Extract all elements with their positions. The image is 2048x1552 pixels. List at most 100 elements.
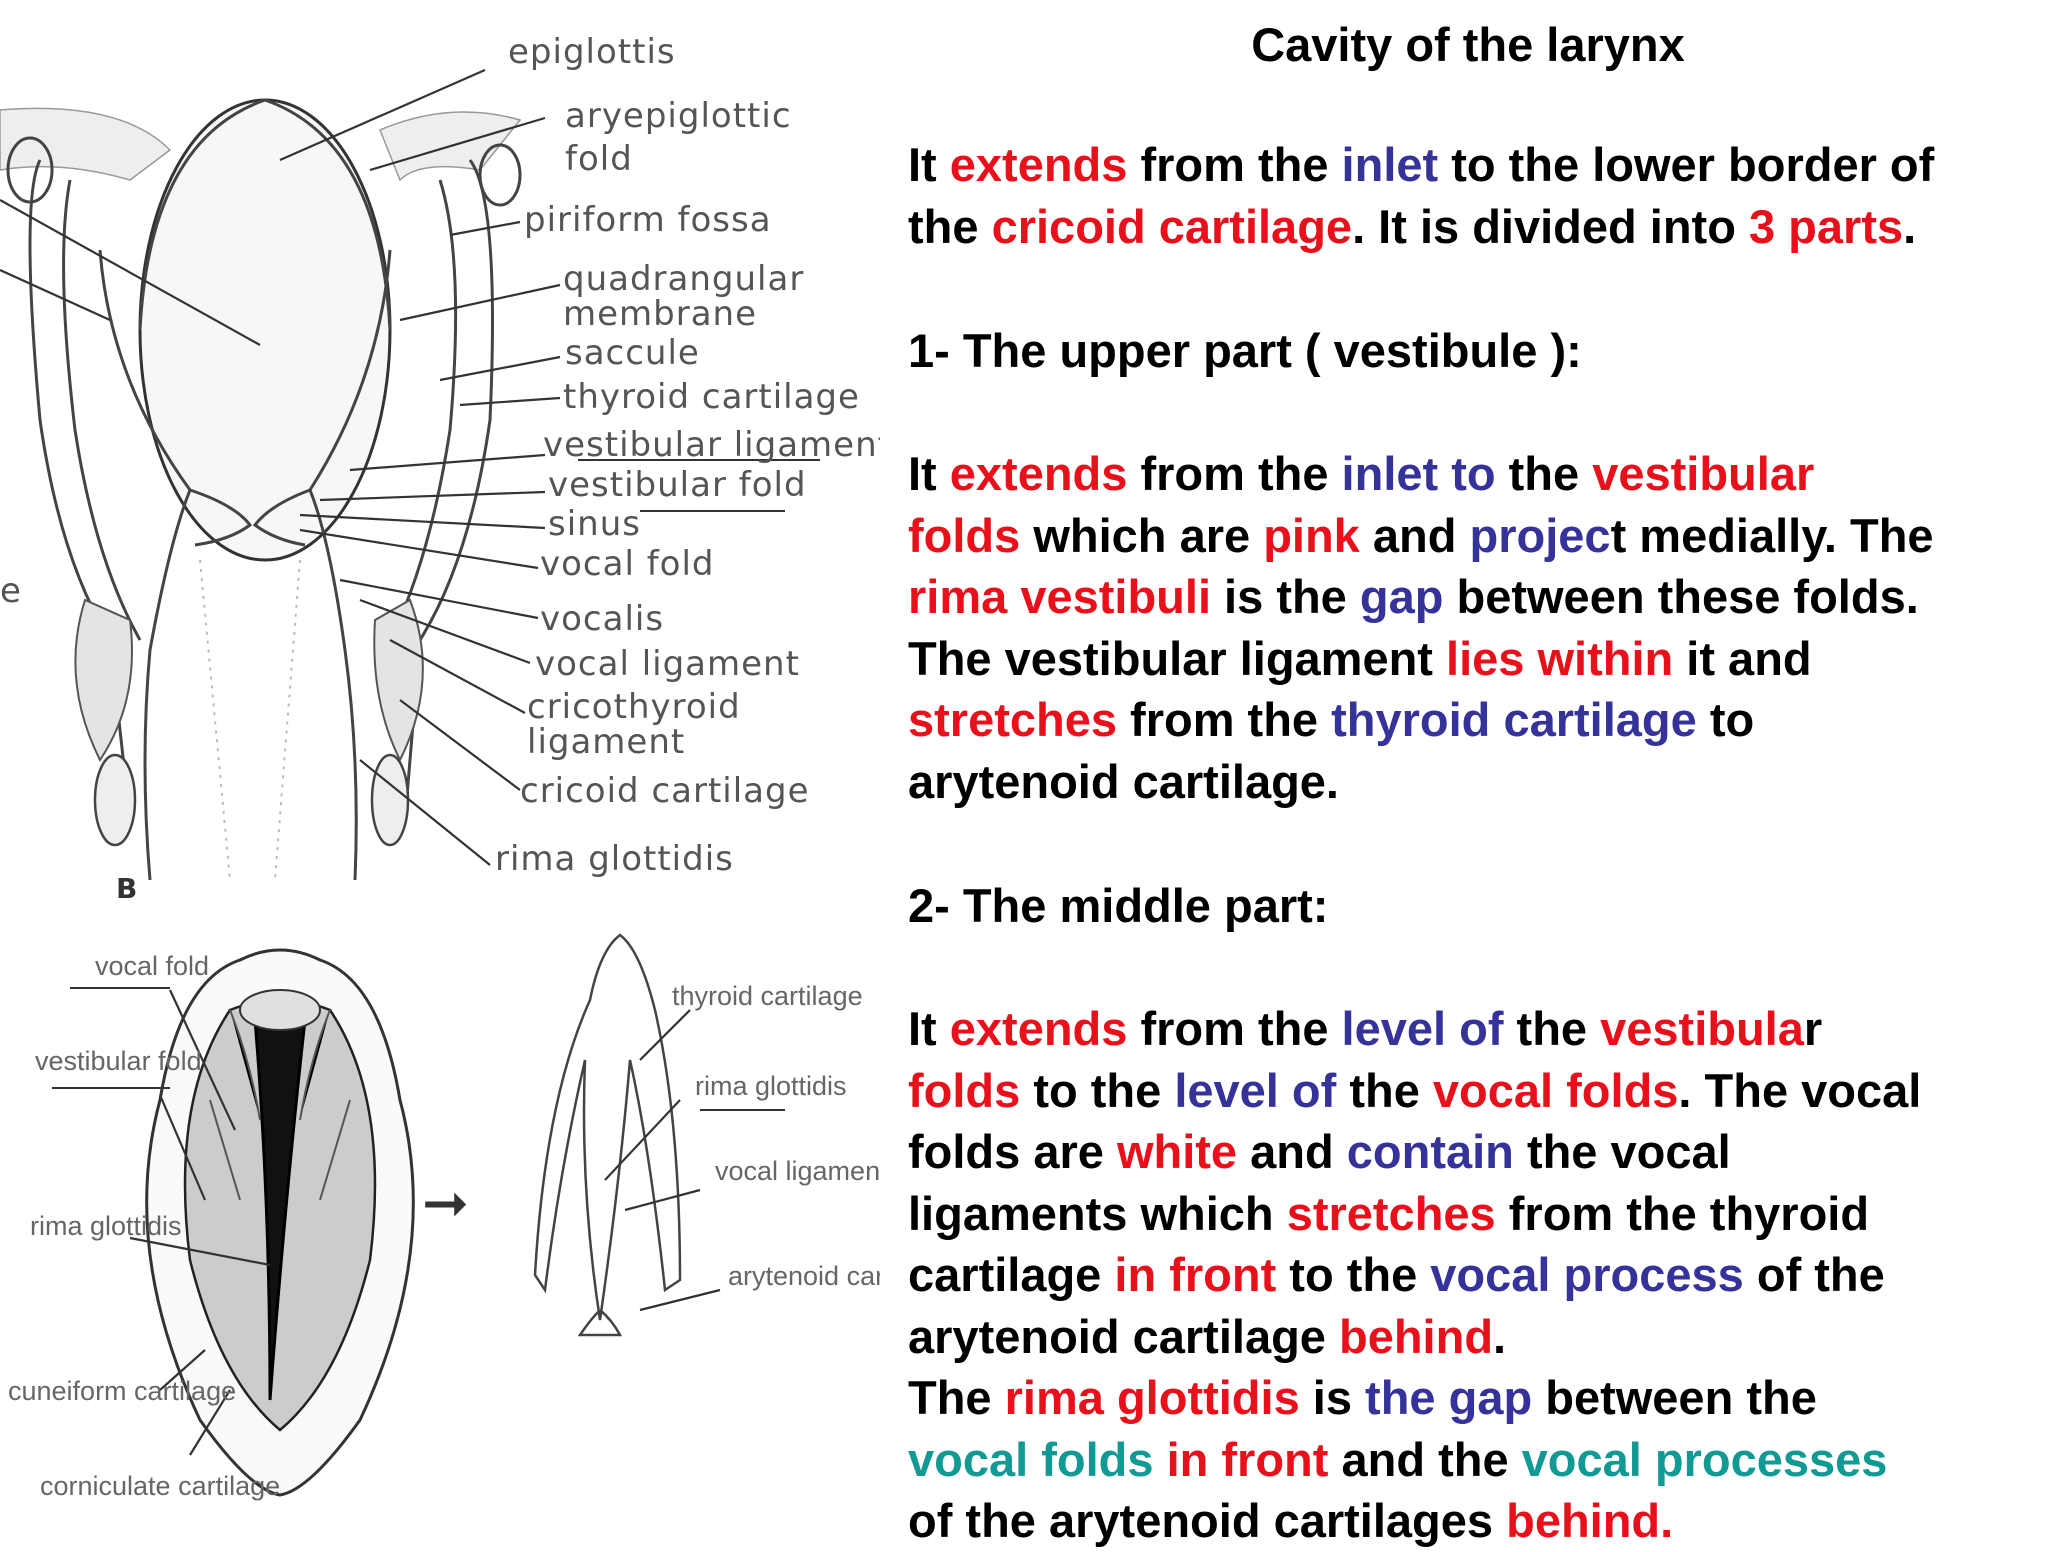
panel-letter: B xyxy=(116,872,137,905)
text-segment: vocal process xyxy=(1430,1248,1744,1301)
text-line: arytenoid cartilage behind. xyxy=(908,1306,2043,1368)
label-vestibular-fold: vestibular fold xyxy=(548,465,807,505)
text-segment: from the thyroid xyxy=(1495,1186,1870,1240)
text-segment: which are xyxy=(1020,508,1264,562)
heading-upper-part: 1- The upper part ( vestibule ): xyxy=(908,324,1582,377)
text-line: the cricoid cartilage. It is divided int… xyxy=(908,196,2043,258)
text-segment: vocal folds xyxy=(1432,1063,1679,1117)
text-segment: gap xyxy=(1359,570,1444,623)
text-panel: Cavity of the larynx It extends from the… xyxy=(908,0,2043,1547)
arrow-icon: ➞ xyxy=(422,1171,469,1236)
text-segment: . The vocal xyxy=(1678,1063,1922,1117)
label-rima-glottidis: rima glottidis xyxy=(495,839,734,879)
label-vocal-fold-bottom: vocal fold xyxy=(95,951,209,981)
text-segment: contain xyxy=(1346,1125,1514,1178)
text-line: folds are white and contain the vocal xyxy=(908,1121,2043,1183)
text-line: cartilage in front to the vocal process … xyxy=(908,1244,2043,1306)
label-thyroid-cartilage-schematic: thyroid cartilage xyxy=(672,981,863,1011)
text-line: folds to the level of the vocal folds. T… xyxy=(908,1060,2043,1122)
label-vocal-ligament: vocal ligament xyxy=(535,644,800,684)
text-line: The vestibular ligament lies within it a… xyxy=(908,628,2043,690)
label-vocal-fold: vocal fold xyxy=(540,544,715,584)
text-segment: white xyxy=(1116,1125,1238,1178)
page-title: Cavity of the larynx xyxy=(1251,18,1685,71)
text-line: of the arytenoid cartilages behind. xyxy=(908,1490,2043,1552)
label-rima-glottidis-schematic: rima glottidis xyxy=(695,1071,847,1101)
text-segment: vestibular xyxy=(1592,447,1815,500)
text-segment: inlet xyxy=(1341,138,1439,191)
text-segment: and xyxy=(1359,508,1470,562)
text-segment: the xyxy=(1503,1002,1601,1055)
text-segment: in front xyxy=(1166,1432,1329,1486)
text-segment: the xyxy=(908,199,992,253)
heading-middle-part: 2- The middle part: xyxy=(908,879,1329,932)
label-vestibular-fold-bottom: vestibular fold xyxy=(35,1046,202,1076)
text-segment: behind xyxy=(1339,1309,1494,1363)
text-segment: stretches xyxy=(908,693,1117,746)
text-segment: folds are xyxy=(908,1125,1117,1178)
text-segment: arytenoid cartilage. xyxy=(908,754,1339,808)
leader-lines-top xyxy=(0,68,820,866)
text-segment: inlet to xyxy=(1341,447,1496,500)
text-segment: of the arytenoid cartilages xyxy=(908,1494,1507,1547)
text-segment: The xyxy=(908,1371,1005,1424)
text-segment: . It is divided into xyxy=(1352,199,1749,253)
text-segment: . xyxy=(1493,1309,1507,1363)
text-segment: between these folds. xyxy=(1443,570,1919,623)
text-line: rima vestibuli is the gap between these … xyxy=(908,566,2043,628)
larynx-illustration: epiglottis aryepiglottic fold piriform f… xyxy=(0,32,880,1501)
text-segment: and the xyxy=(1328,1432,1522,1486)
upper-part-paragraph: It extends from the inlet to the vestibu… xyxy=(908,443,2043,812)
text-segment: to the lower border of xyxy=(1438,138,1935,191)
text-line: folds which are pink and project mediall… xyxy=(908,505,2043,567)
text-segment: behind. xyxy=(1506,1494,1674,1547)
text-segment: t medially. The xyxy=(1610,508,1934,562)
text-segment: vocal folds xyxy=(908,1432,1167,1486)
text-segment: thyroid cartilage xyxy=(1331,693,1697,746)
schematic-drawing xyxy=(533,933,682,1337)
label-ligament: ligament xyxy=(527,722,685,762)
label-vocalis: vocalis xyxy=(540,599,664,639)
intro-paragraph: It extends from the inlet to the lower b… xyxy=(908,134,2043,257)
text-segment: rima glottidis xyxy=(1004,1371,1300,1424)
text-segment: vestibula xyxy=(1600,1002,1804,1055)
label-sinus: sinus xyxy=(548,504,641,544)
label-piriform-fossa: piriform fossa xyxy=(524,200,772,240)
text-segment: the gap xyxy=(1365,1371,1533,1424)
text-segment: It xyxy=(908,138,950,191)
text-segment: pink xyxy=(1263,508,1360,562)
text-segment: between the xyxy=(1532,1371,1817,1424)
label-aryepiglottic: aryepiglottic xyxy=(565,96,792,136)
label-quadrangular: quadrangular xyxy=(563,259,804,299)
text-line: vocal folds in front and the vocal proce… xyxy=(908,1429,2043,1491)
text-segment: lies within xyxy=(1446,631,1674,685)
label-arytenoid-cartilage: arytenoid cartilage xyxy=(728,1261,880,1291)
label-rima-glottidis-bottom: rima glottidis xyxy=(30,1211,182,1241)
superior-view-drawing xyxy=(145,948,415,1497)
text-segment: extends xyxy=(949,447,1128,500)
text-segment: it and xyxy=(1673,631,1812,685)
label-cricoid-cartilage: cricoid cartilage xyxy=(520,771,810,811)
label-thyroid-cartilage: thyroid cartilage xyxy=(563,377,860,417)
leader-lines-bottom-right xyxy=(604,1009,785,1312)
text-segment: of the xyxy=(1743,1248,1885,1301)
text-segment: and xyxy=(1237,1125,1347,1178)
text-segment: folds xyxy=(908,508,1021,562)
text-segment: to xyxy=(1696,693,1755,746)
text-line: It extends from the inlet to the vestibu… xyxy=(908,443,2043,505)
anatomy-figure: epiglottis aryepiglottic fold piriform f… xyxy=(0,0,880,1536)
text-segment: ligaments which xyxy=(908,1186,1287,1240)
text-segment: extends xyxy=(949,138,1128,191)
text-segment: level of xyxy=(1341,1002,1504,1055)
label-fold: fold xyxy=(565,139,633,179)
text-segment: It xyxy=(908,1002,950,1055)
text-line: stretches from the thyroid cartilage to xyxy=(908,689,2043,751)
text-segment: extends xyxy=(949,1002,1128,1055)
middle-part-paragraph: It extends from the level of the vestibu… xyxy=(908,998,2043,1552)
text-segment: cricoid cartilage xyxy=(991,199,1353,253)
text-segment: to the xyxy=(1276,1248,1431,1301)
text-line: The rima glottidis is the gap between th… xyxy=(908,1367,2043,1429)
text-segment: arytenoid cartilage xyxy=(908,1309,1339,1363)
label-vocal-ligament-schematic: vocal ligament xyxy=(715,1156,880,1186)
text-segment: folds xyxy=(908,1063,1021,1117)
